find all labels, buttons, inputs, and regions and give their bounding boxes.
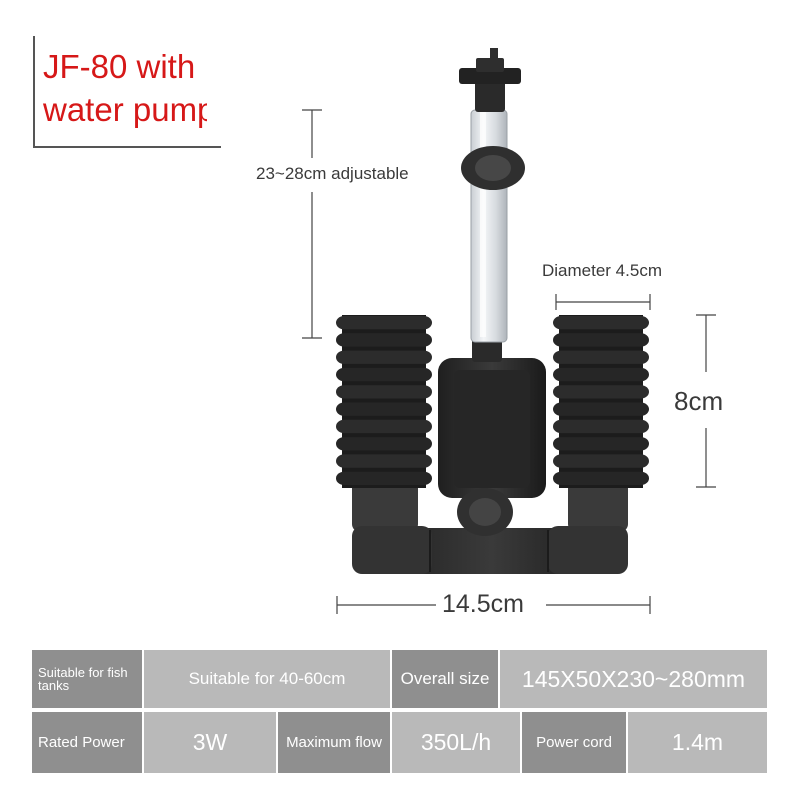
- sponge-rib: [336, 333, 432, 347]
- power-cord-label: Power cord: [522, 712, 626, 773]
- diameter-dimension-label: Diameter 4.5cm: [542, 261, 662, 280]
- sponge-rib: [336, 419, 432, 434]
- sponge-rib: [553, 419, 649, 434]
- maximum-flow-label: Maximum flow: [278, 712, 390, 773]
- right-sponge: [553, 315, 649, 488]
- sponge-rib: [336, 471, 432, 485]
- maximum-flow-value: 350L/h: [392, 712, 520, 773]
- width-dimension-line: [336, 596, 651, 614]
- sponge-rib: [553, 350, 649, 364]
- overall-size-value: 145X50X230~280mm: [500, 650, 767, 708]
- product-title-box: JF-80 with water pump: [33, 36, 221, 148]
- suitable-for-label: Suitable for fish tanks: [32, 650, 142, 708]
- pump-body: [438, 336, 546, 536]
- rated-power-value: 3W: [144, 712, 276, 773]
- width-dimension-label: 14.5cm: [442, 590, 524, 618]
- sponge-rib: [336, 350, 432, 364]
- spec-table: Suitable for fish tanks Suitable for 40-…: [32, 650, 767, 773]
- sponge-rib: [553, 385, 649, 399]
- sponge-rib: [336, 367, 432, 382]
- product-title-line-2: water pump: [43, 91, 216, 128]
- sponge-rib: [553, 471, 649, 485]
- product-title-line-1: JF-80 with: [43, 48, 196, 85]
- sponge-rib: [553, 333, 649, 347]
- power-cord-value: 1.4m: [628, 712, 767, 773]
- rated-power-label: Rated Power: [32, 712, 142, 773]
- sponge-rib: [553, 402, 649, 416]
- height-dimension-label: 23~28cm adjustable: [256, 164, 409, 183]
- sponge-height-dimension-label: 8cm: [674, 386, 724, 416]
- diameter-dimension-line: [555, 294, 651, 310]
- sponge-rib: [336, 402, 432, 416]
- sponge-rib: [553, 454, 649, 468]
- left-sponge: [336, 315, 432, 488]
- sponge-rib: [336, 316, 432, 330]
- sponge-rib: [553, 367, 649, 382]
- sponge-rib: [553, 437, 649, 451]
- product-illustration: [302, 48, 716, 614]
- suitable-for-value: Suitable for 40-60cm: [144, 650, 390, 708]
- sponge-rib: [336, 385, 432, 399]
- sponge-rib: [553, 316, 649, 330]
- height-dimension-line: [302, 109, 322, 339]
- lift-tube: [459, 48, 525, 343]
- sponge-height-dimension-line: [696, 314, 716, 488]
- sponge-rib: [336, 454, 432, 468]
- overall-size-label: Overall size: [392, 650, 498, 708]
- sponge-rib: [336, 437, 432, 451]
